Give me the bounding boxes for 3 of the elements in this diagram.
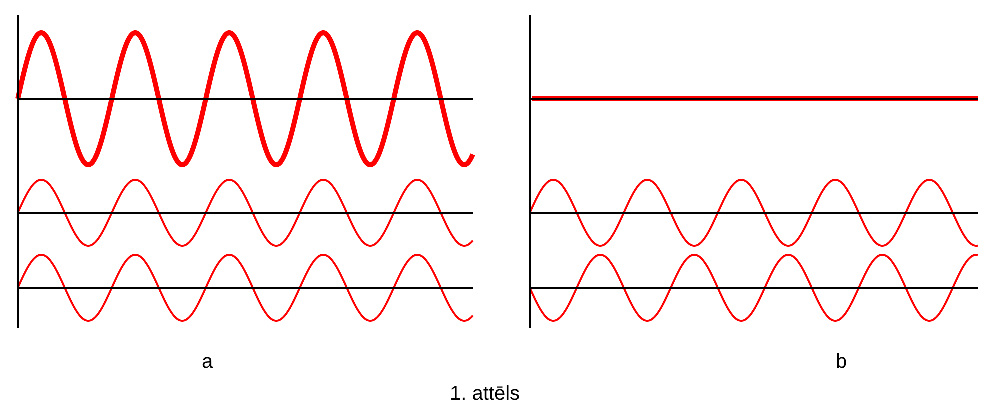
panel-label: b xyxy=(836,350,848,374)
figure-caption: 1. attēls xyxy=(450,382,520,406)
panel-label: a xyxy=(202,350,214,374)
